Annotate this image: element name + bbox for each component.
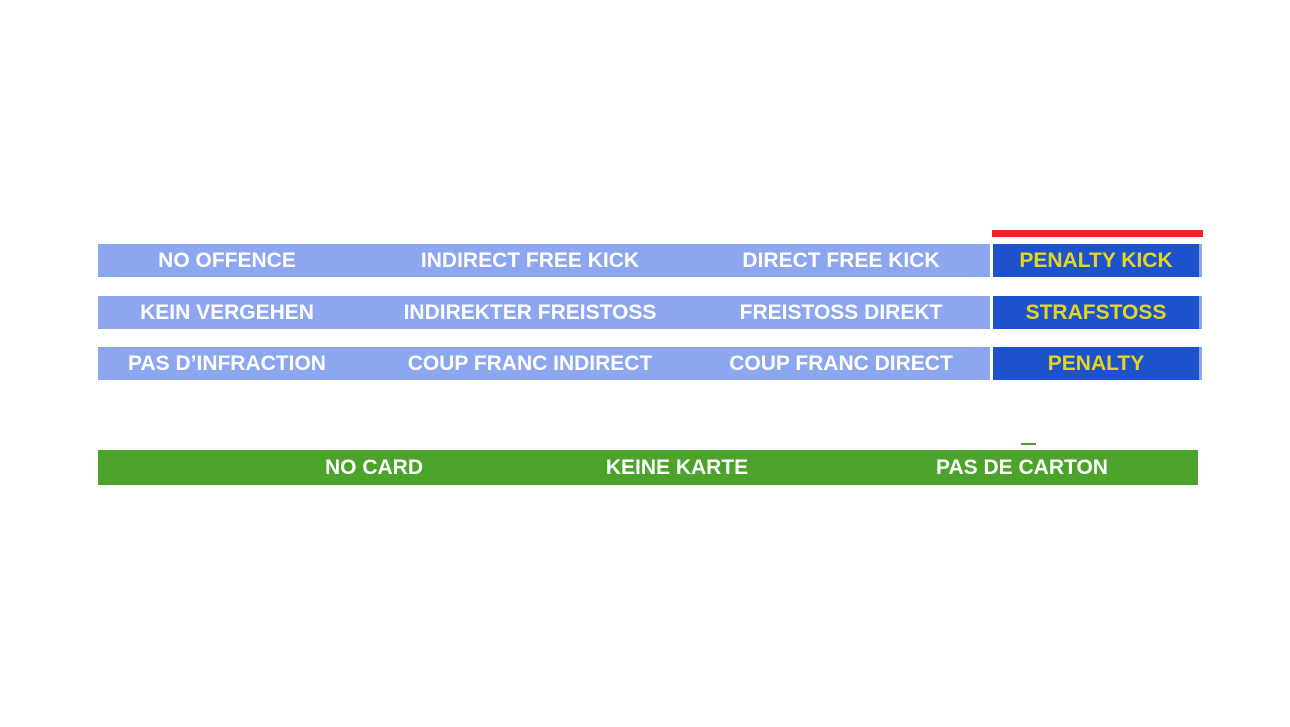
offence-row-french: PAS D’INFRACTION COUP FRANC INDIRECT COU…: [98, 347, 990, 380]
penalty-column-highlight-bar: [992, 230, 1203, 237]
green-tick-mark: [1021, 443, 1036, 445]
direct-free-kick-label-en: DIRECT FREE KICK: [742, 249, 940, 272]
no-offence-label-fr: PAS D’INFRACTION: [128, 352, 326, 375]
indirect-free-kick-label-fr: COUP FRANC INDIRECT: [407, 352, 653, 375]
indirect-free-kick-label-de: INDIREKTER FREISTOSS: [403, 301, 657, 324]
penalty-cell-german: STRAFSTOSS: [993, 296, 1202, 329]
offence-row-german: KEIN VERGEHEN INDIREKTER FREISTOSS FREIS…: [98, 296, 990, 329]
direct-free-kick-label-fr: COUP FRANC DIRECT: [729, 352, 953, 375]
indirect-free-kick-label-en: INDIRECT FREE KICK: [420, 249, 640, 272]
offence-row-english: NO OFFENCE INDIRECT FREE KICK DIRECT FRE…: [98, 244, 990, 277]
no-offence-label-de: KEIN VERGEHEN: [140, 301, 314, 324]
no-card-label-de: KEINE KARTE: [605, 456, 749, 479]
no-card-label-en: NO CARD: [325, 456, 423, 479]
no-card-label-fr: PAS DE CARTON: [936, 456, 1108, 479]
no-card-bar: NO CARD KEINE KARTE PAS DE CARTON: [98, 450, 1198, 485]
penalty-cell-english: PENALTY KICK: [993, 244, 1202, 277]
no-offence-label-en: NO OFFENCE: [158, 249, 296, 272]
direct-free-kick-label-de: FREISTOSS DIREKT: [739, 301, 943, 324]
penalty-cell-french: PENALTY: [993, 347, 1202, 380]
